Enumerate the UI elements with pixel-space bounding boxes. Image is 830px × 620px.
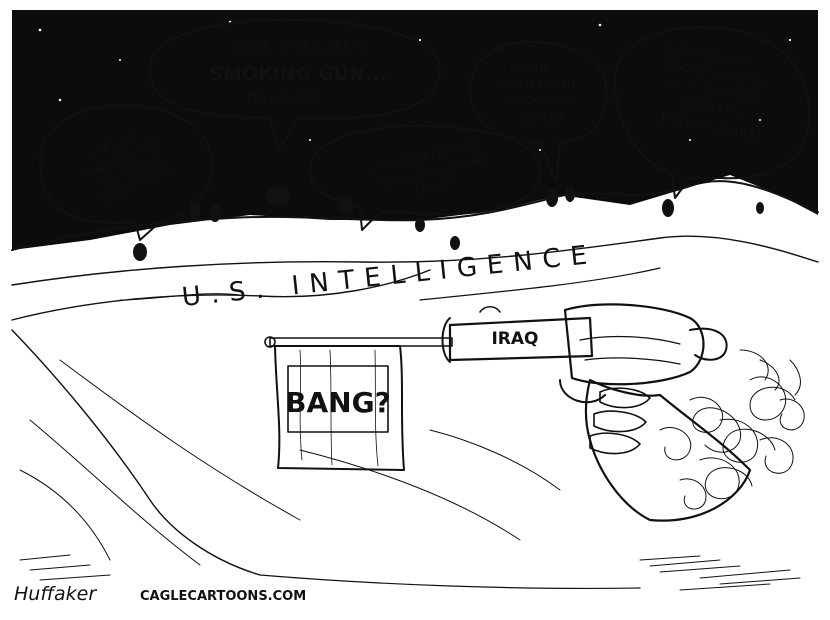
syndicate-site: CAGLECARTOONS.COM xyxy=(140,589,306,604)
artist-signature: Huffaker xyxy=(14,583,97,605)
speech-bubble-smoking-gun: SURE LOOKS LIKE A SMOKING GUN... PROBABL… xyxy=(149,18,441,151)
bubble-right-mid-line-1: I THINK xyxy=(510,62,551,75)
bubble-right-mid-line-3: AL-QUAEDA xyxy=(508,94,573,107)
bubble-center-line-1: SURE LOOKS LIKE A xyxy=(236,41,364,56)
stars xyxy=(38,20,792,151)
ground-hatching xyxy=(19,554,801,591)
us-intelligence-label: U.S. INTELLIGENCE xyxy=(181,240,599,313)
bang-flag: BANG? xyxy=(274,345,405,471)
gun-barrel-label: IRAQ xyxy=(491,329,538,349)
intelligence-agents xyxy=(133,186,764,261)
speech-bubble-al-quaeda: I THINK HE MET WITH AL-QUAEDA ONCE! xyxy=(469,40,608,183)
bubble-right-mid-line-2: HE MET WITH xyxy=(501,78,576,91)
bubble-center-line-3: PROBABLY... xyxy=(246,92,323,107)
bubble-center-smoking-gun: SMOKING GUN... xyxy=(209,63,386,85)
desert-ridges xyxy=(11,180,819,590)
bubble-right-mid-line-4: ONCE! xyxy=(521,111,563,126)
bang-flag-label: BANG? xyxy=(285,386,391,419)
revolver-iraq: IRAQ xyxy=(264,303,805,522)
